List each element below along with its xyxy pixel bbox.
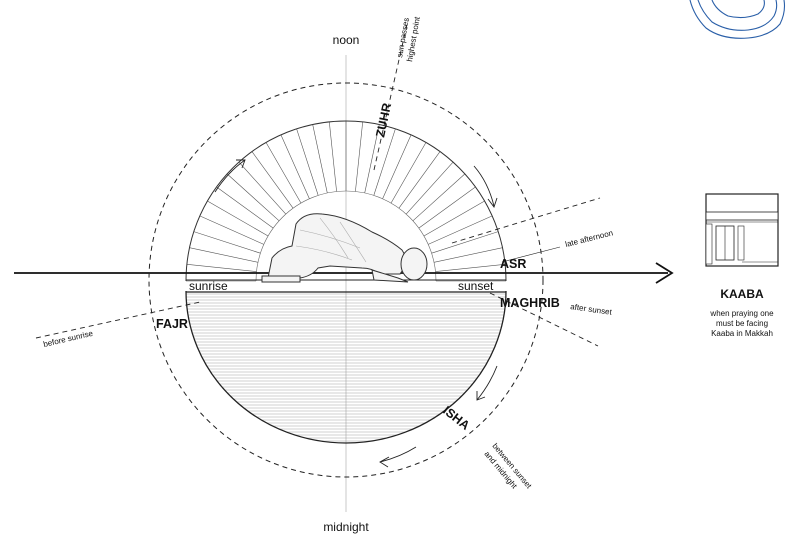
sun-ray (435, 264, 506, 272)
map-fragment (689, 0, 786, 39)
maghrib-note: after sunset (570, 302, 613, 317)
sun-ray (373, 128, 396, 196)
sunrise-label: sunrise (189, 279, 228, 293)
midnight-label: midnight (323, 520, 369, 534)
inner-ray-circle (255, 190, 437, 282)
sun-ray (207, 200, 269, 237)
maghrib-label: MAGHRIB (500, 296, 560, 310)
qibla-arrowhead (655, 262, 674, 284)
sun-ray (251, 151, 294, 209)
sun-ray (226, 173, 280, 222)
late-afternoon-leader (501, 246, 561, 263)
sun-ray (428, 215, 493, 245)
fajr-line (35, 301, 201, 339)
sunset-label: sunset (458, 279, 494, 293)
sun-rays (186, 121, 506, 282)
sun-ray (364, 124, 380, 194)
fajr-note: before sunrise (42, 329, 94, 349)
asr-note: late afternoon (564, 228, 614, 249)
maghrib-line (489, 292, 599, 347)
motion-arrowhead-lower-right (476, 391, 486, 401)
kaaba-desc-line2: must be facing (716, 319, 768, 328)
sun-ray (412, 173, 466, 222)
motion-arrowhead-upper-left (236, 159, 246, 169)
isha-label: ISHA (440, 403, 472, 432)
sun-ray (355, 121, 363, 192)
fajr-label: FAJR (156, 317, 188, 331)
sun-ray (189, 247, 259, 263)
sun-ray (238, 161, 287, 215)
motion-arrow-upper-left (214, 159, 246, 193)
sun-ray (405, 161, 454, 215)
asr-label: ASR (500, 257, 526, 271)
sun-ray (390, 142, 427, 204)
sun-ray (199, 215, 264, 245)
sun-ray (265, 142, 302, 204)
sun-ray (423, 200, 485, 237)
sun-ray (193, 231, 261, 254)
praying-figure (261, 213, 428, 283)
sun-ray (382, 134, 412, 199)
motion-arrow-lower-left (379, 446, 417, 463)
kaaba-desc-line1: when praying one (709, 309, 774, 318)
motion-arrow-lower-right (476, 365, 498, 401)
sun-ray (433, 247, 503, 263)
outer-dashed-circle (148, 82, 544, 478)
kaaba-illustration (705, 193, 779, 267)
motion-arrow-upper-right (473, 165, 495, 207)
sun-ray (216, 186, 274, 229)
sun-ray (418, 186, 476, 229)
sun-ray (312, 124, 328, 194)
zuhr-line (373, 19, 409, 171)
motion-arrowhead-lower-left (379, 456, 390, 468)
sun-ray (431, 231, 499, 254)
sun-ray (280, 134, 310, 199)
sun-ray (398, 151, 441, 209)
kaaba-desc-line3: Kaaba in Makkah (711, 329, 773, 338)
noon-label: noon (333, 33, 360, 47)
asr-line (451, 197, 601, 244)
night-semicircle (185, 290, 507, 444)
sun-ray (329, 121, 337, 192)
upper-ray-circle (185, 120, 507, 282)
zuhr-label: ZUHR (373, 102, 394, 139)
sun-ray (186, 264, 257, 272)
sun-ray (296, 128, 319, 196)
motion-arrowhead-upper-right (487, 197, 498, 208)
kaaba-title: KAABA (720, 287, 764, 301)
